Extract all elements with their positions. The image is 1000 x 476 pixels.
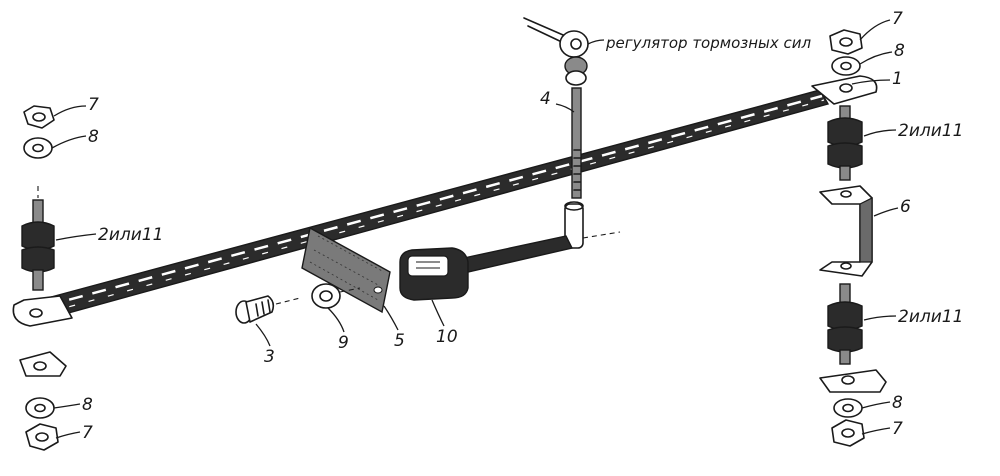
leader-lines xyxy=(51,19,899,439)
label-bushing-left: 2или11 xyxy=(98,225,163,245)
lock-washer xyxy=(311,283,361,309)
brake-regulator-link xyxy=(523,17,589,86)
label-bar-hole: 1 xyxy=(892,69,903,89)
left-bushing xyxy=(21,199,55,291)
label-clamp-block: 10 xyxy=(436,327,458,347)
bolt xyxy=(235,295,301,324)
label-nut-bottom-right: 7 xyxy=(892,419,903,439)
right-bushing-upper xyxy=(827,105,863,181)
label-washer-bottom-right: 8 xyxy=(892,393,903,413)
label-bushing-upper-right: 2или11 xyxy=(898,121,963,141)
right-bracket xyxy=(819,185,873,277)
label-rod: 4 xyxy=(540,89,551,109)
clamp-block xyxy=(399,247,469,301)
rod xyxy=(571,87,582,199)
left-nut-lower xyxy=(25,423,59,451)
label-washer-top-right: 8 xyxy=(894,41,905,61)
label-washer-top-left: 8 xyxy=(88,127,99,147)
right-washer-upper xyxy=(831,56,861,76)
label-bolt: 3 xyxy=(264,347,275,367)
label-bushing-lower-right: 2или11 xyxy=(898,307,963,327)
left-washer-upper xyxy=(23,137,53,159)
right-nut-upper xyxy=(829,29,863,55)
left-washer-lower xyxy=(25,397,55,419)
mounting-plate xyxy=(301,226,391,314)
left-mount-plate xyxy=(19,351,67,377)
label-nut-top-left: 7 xyxy=(88,95,99,115)
label-nut-top-right: 7 xyxy=(892,9,903,29)
label-bracket: 6 xyxy=(900,197,911,217)
label-brake-regulator: регулятор тормозных сил xyxy=(605,34,812,52)
label-lock-washer: 9 xyxy=(338,333,349,353)
lever-arm xyxy=(463,201,621,273)
main-bar xyxy=(12,75,878,327)
left-nut-upper xyxy=(23,105,55,129)
label-nut-bottom-left: 7 xyxy=(82,423,93,443)
right-mount-plate xyxy=(819,369,887,393)
right-nut-lower xyxy=(831,419,865,447)
label-plate: 5 xyxy=(394,331,405,351)
right-washer-lower xyxy=(833,398,863,418)
right-bushing-lower xyxy=(827,283,863,365)
label-washer-bottom-left: 8 xyxy=(82,395,93,415)
